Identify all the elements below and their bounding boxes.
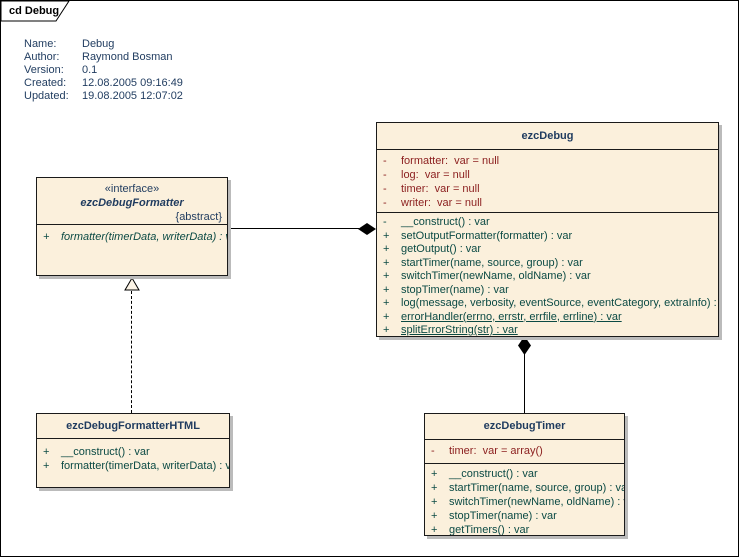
composition-link-formatter-line[interactable] <box>228 228 359 229</box>
attribute-row: -timer: var = null <box>383 183 480 195</box>
method-row: +startTimer(name, source, group) : var <box>431 482 625 494</box>
metadata-value: Raymond Bosman <box>82 51 173 63</box>
diagram-metadata: Name: Debug Author: Raymond Bosman Version… <box>24 38 183 103</box>
composition-diamond-icon <box>358 223 376 235</box>
method-row: +__construct() : var <box>43 446 150 458</box>
method-row: +stopTimer(name) : var <box>383 283 509 296</box>
method-row: +formatter(timerData, writerData) : var <box>43 460 230 472</box>
metadata-value: 12.08.2005 09:16:49 <box>82 77 183 89</box>
metadata-label: Created: <box>24 77 67 89</box>
method-row: +__construct() : var <box>431 468 538 480</box>
method-row-static: +splitErrorString(str) : var <box>383 324 518 336</box>
composition-link-timer-line[interactable] <box>524 353 525 413</box>
method-row: +setOutputFormatter(formatter) : var <box>383 229 573 242</box>
class-box-ezcDebugFormatter[interactable]: «interface» ezcDebugFormatter {abstract}… <box>36 177 228 276</box>
metadata-value: 0.1 <box>82 64 98 76</box>
class-box-ezcDebugFormatterHTML[interactable]: ezcDebugFormatterHTML +__construct() : v… <box>36 413 230 488</box>
metadata-value: Debug <box>82 38 115 50</box>
metadata-label: Name: <box>24 38 57 50</box>
method-row: +getTimers() : var <box>431 524 530 536</box>
metadata-row: Author: Raymond Bosman <box>24 51 183 64</box>
composition-diamond-icon <box>518 336 531 355</box>
realization-link-line[interactable] <box>131 291 132 413</box>
method-row: +stopTimer(name) : var <box>431 510 557 522</box>
class-title: ezcDebugFormatter <box>80 197 184 209</box>
title-compartment: «interface» ezcDebugFormatter {abstract} <box>37 178 227 224</box>
methods-compartment: +formatter(timerData, writerData) : var <box>37 224 227 244</box>
metadata-label: Version: <box>24 64 64 76</box>
class-title: ezcDebugFormatterHTML <box>66 420 200 432</box>
class-title: ezcDebugTimer <box>483 420 566 432</box>
metadata-row: Version: 0.1 <box>24 64 183 77</box>
frame-tab <box>1 1 70 22</box>
attributes-compartment: -formatter: var = null -log: var = null … <box>377 149 718 212</box>
abstract-modifier: {abstract} <box>175 211 222 223</box>
attribute-row: -timer: var = array() <box>431 445 543 457</box>
method-row: +log(message, verbosity, eventSource, ev… <box>383 297 719 309</box>
frame-tab-label: cd Debug <box>9 5 60 17</box>
attribute-row: -formatter: var = null <box>383 155 500 167</box>
method-row: +getOutput() : var <box>383 243 482 255</box>
attribute-row: -log: var = null <box>383 169 470 181</box>
class-box-ezcDebugTimer[interactable]: ezcDebugTimer -timer: var = array() +__c… <box>424 413 625 536</box>
method-row: +switchTimer(newName, oldName) : var <box>383 270 591 282</box>
metadata-value: 19.08.2005 12:07:02 <box>82 90 183 102</box>
method-row: +switchTimer(newName, oldName) : var <box>431 496 625 508</box>
attribute-row: -writer: var = null <box>383 197 482 209</box>
realization-triangle-icon <box>124 277 140 291</box>
methods-compartment: +__construct() : var +formatter(timerDat… <box>37 438 229 473</box>
metadata-label: Author: <box>24 51 60 63</box>
method-row-abstract: +formatter(timerData, writerData) : var <box>43 231 228 243</box>
stereotype-label: «interface» <box>104 183 160 195</box>
method-row-static: +errorHandler(errno, errstr, errfile, er… <box>383 310 622 323</box>
methods-compartment: -__construct() : var +setOutputFormatter… <box>377 212 719 336</box>
metadata-row: Name: Debug <box>24 38 183 51</box>
method-row: +startTimer(name, source, group) : var <box>383 256 583 269</box>
class-box-ezcDebug[interactable]: ezcDebug -formatter: var = null -log: va… <box>376 122 719 337</box>
class-title: ezcDebug <box>521 130 574 142</box>
metadata-row: Created: 12.08.2005 09:16:49 <box>24 77 183 90</box>
metadata-label: Updated: <box>24 90 69 102</box>
attributes-compartment: -timer: var = array() <box>425 439 624 463</box>
methods-compartment: +__construct() : var +startTimer(name, s… <box>425 463 625 536</box>
metadata-row: Updated: 19.08.2005 12:07:02 <box>24 90 183 103</box>
method-row: -__construct() : var <box>383 216 490 228</box>
